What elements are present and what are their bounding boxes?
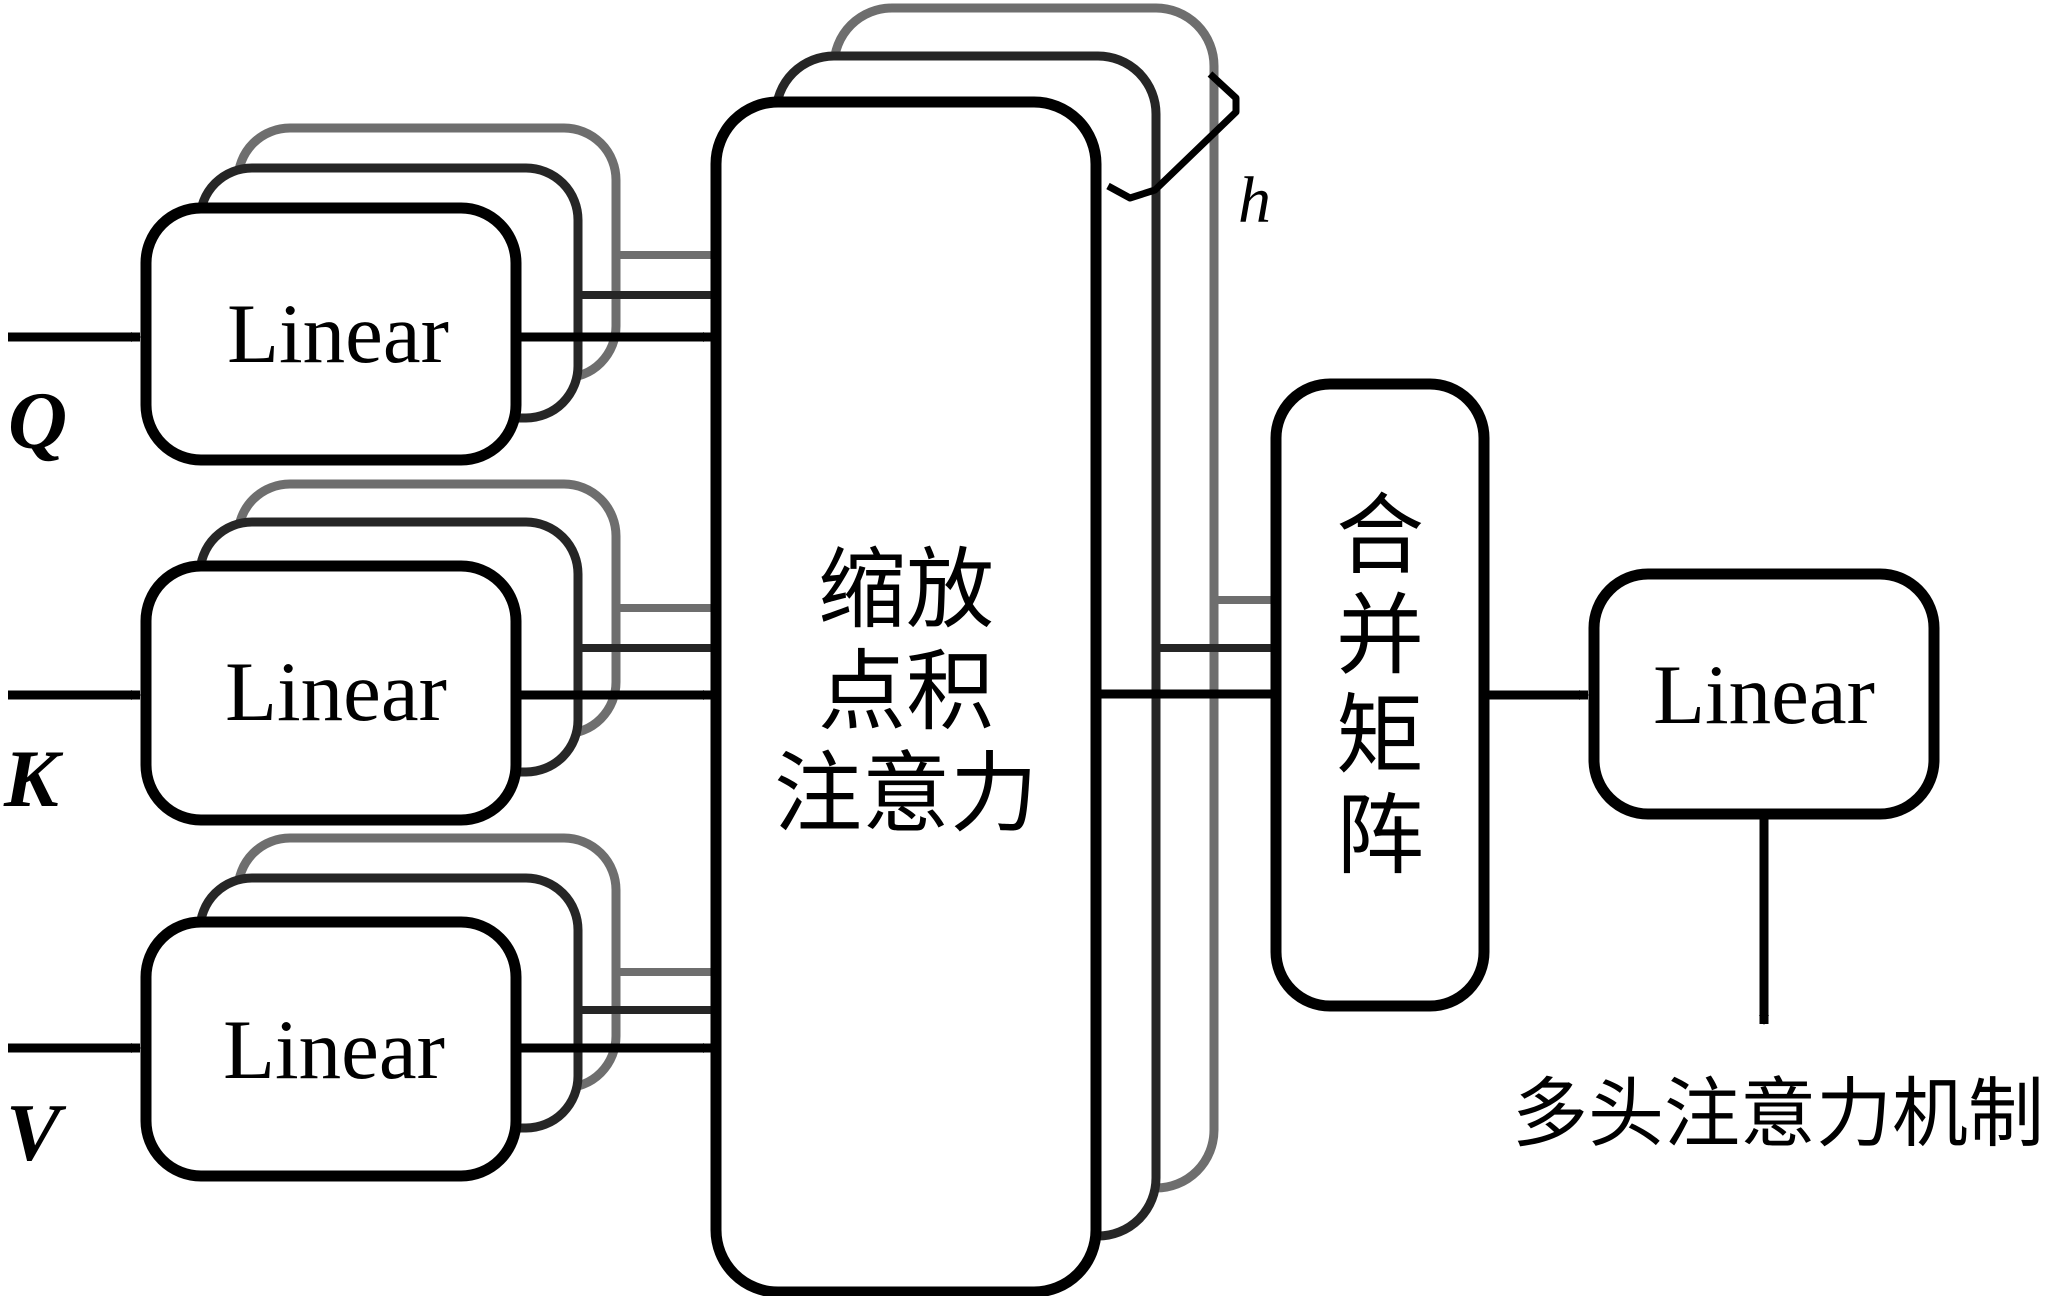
head-count-bracket — [1106, 71, 1240, 202]
k-linear-stack: Linear K — [3, 479, 713, 826]
output-linear-group: Linear 多头注意力机制 — [1484, 568, 2044, 1158]
concat-char-1: 合 — [1336, 484, 1424, 587]
attention-label-line3: 注意力 — [774, 742, 1038, 845]
attention-label-line2: 点积 — [818, 640, 994, 743]
v-linear-label: Linear — [223, 1003, 445, 1097]
concat-block-group: 合 并 矩 阵 — [1270, 378, 1490, 1012]
q-linear-label: Linear — [227, 287, 449, 381]
concat-char-2: 并 — [1336, 584, 1424, 687]
q-linear-stack: Linear Q — [8, 123, 713, 466]
head-count-label: h — [1238, 164, 1271, 237]
attention-to-concat-connectors — [1096, 596, 1274, 699]
q-input-label: Q — [8, 375, 67, 466]
concat-char-3: 矩 — [1336, 684, 1424, 787]
k-linear-label: Linear — [225, 645, 447, 739]
diagram-caption: 多头注意力机制 — [1512, 1069, 2044, 1158]
v-input-label: V — [6, 1087, 67, 1178]
attention-label-line1: 缩放 — [818, 538, 994, 641]
attention-stack: 缩放 点积 注意力 h — [710, 3, 1271, 1296]
concat-char-4: 阵 — [1336, 784, 1424, 887]
k-input-label: K — [3, 733, 64, 824]
output-linear-label: Linear — [1653, 648, 1875, 742]
v-linear-stack: Linear V — [6, 833, 713, 1182]
